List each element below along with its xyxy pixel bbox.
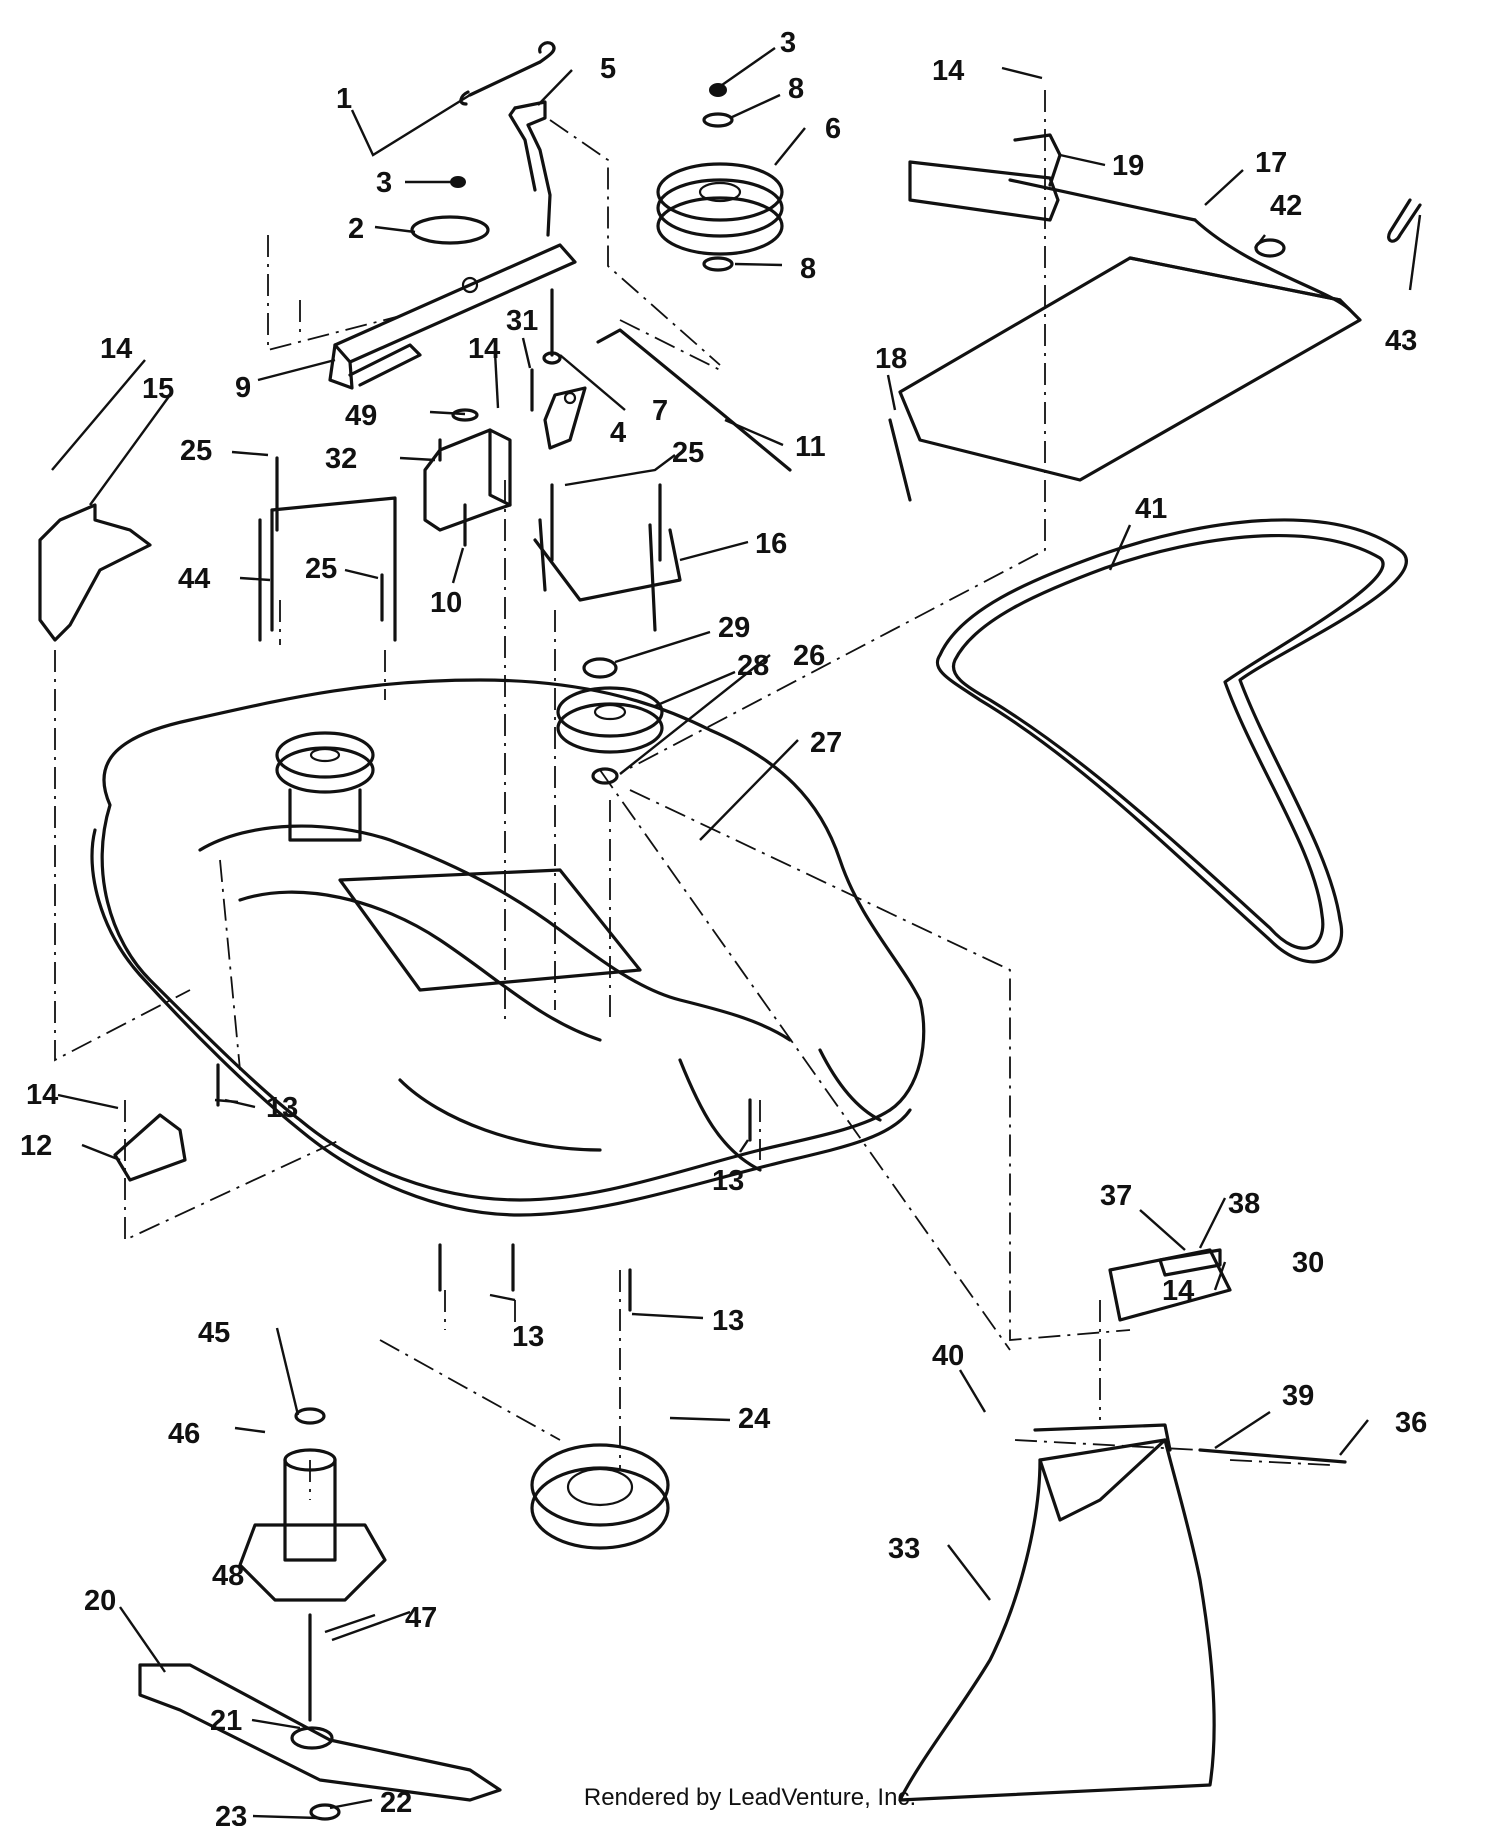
assembly-lines bbox=[54, 90, 1331, 1500]
leader-lines bbox=[51, 47, 1422, 1820]
callout-26: 26 bbox=[793, 640, 825, 672]
callout-13: 13 bbox=[266, 1092, 298, 1124]
callout-25: 25 bbox=[672, 437, 704, 469]
callout-25: 25 bbox=[305, 553, 337, 585]
callout-39: 39 bbox=[1282, 1380, 1314, 1412]
part-belt-41 bbox=[935, 518, 1408, 964]
callout-14: 14 bbox=[1162, 1275, 1194, 1307]
part-shaft-48 bbox=[290, 1613, 334, 1750]
callout-29: 29 bbox=[718, 612, 750, 644]
part-spindle-46 bbox=[238, 1407, 387, 1602]
callout-30: 30 bbox=[1292, 1247, 1324, 1279]
footer-credit: Rendered by LeadVenture, Inc. bbox=[583, 1784, 917, 1811]
callout-32: 32 bbox=[325, 443, 357, 475]
part-guide-16 bbox=[533, 518, 682, 632]
callout-21: 21 bbox=[210, 1705, 242, 1737]
callout-18: 18 bbox=[875, 343, 907, 375]
callout-38: 38 bbox=[1228, 1188, 1260, 1220]
part-discharge-chute-33 bbox=[898, 1423, 1216, 1802]
part-idler-pulley-6 bbox=[656, 83, 784, 272]
part-washer-2 bbox=[410, 176, 490, 245]
callout-40: 40 bbox=[932, 1340, 964, 1372]
callout-9: 9 bbox=[235, 372, 251, 404]
callout-15: 15 bbox=[142, 373, 174, 405]
callout-8: 8 bbox=[788, 73, 804, 105]
callout-20: 20 bbox=[84, 1585, 116, 1617]
part-pulley-28 bbox=[556, 657, 664, 785]
callout-48: 48 bbox=[212, 1560, 244, 1592]
callout-45: 45 bbox=[198, 1317, 230, 1349]
part-rod-11 bbox=[596, 328, 792, 472]
callout-28: 28 bbox=[737, 650, 769, 682]
callout-13: 13 bbox=[712, 1165, 744, 1197]
part-rod-36 bbox=[1198, 1448, 1347, 1464]
callout-14: 14 bbox=[26, 1079, 58, 1111]
callout-31: 31 bbox=[506, 305, 538, 337]
callout-17: 17 bbox=[1255, 147, 1287, 179]
callout-24: 24 bbox=[738, 1403, 770, 1435]
part-bracket-15 bbox=[38, 503, 152, 642]
part-bolt-7 bbox=[542, 288, 562, 365]
part-bolts-25 bbox=[275, 456, 662, 622]
callout-4: 4 bbox=[610, 417, 626, 449]
part-shield-24 bbox=[530, 1443, 670, 1550]
callout-6: 6 bbox=[825, 113, 841, 145]
part-bracket-5 bbox=[508, 100, 552, 237]
callout-49: 49 bbox=[345, 400, 377, 432]
callout-33: 33 bbox=[888, 1533, 920, 1565]
callout-11: 11 bbox=[795, 431, 826, 463]
part-idler-arm bbox=[328, 243, 577, 390]
callout-23: 23 bbox=[215, 1801, 247, 1826]
callout-25: 25 bbox=[180, 435, 212, 467]
callout-8: 8 bbox=[800, 253, 816, 285]
callout-13: 13 bbox=[512, 1321, 544, 1353]
callout-labels: 1 2 3 3 4 5 6 7 8 8 9 10 11 12 13 13 13 … bbox=[20, 27, 1427, 1826]
part-bracket-4 bbox=[543, 386, 587, 450]
callout-10: 10 bbox=[430, 587, 462, 619]
callout-19: 19 bbox=[1112, 150, 1144, 182]
callout-43: 43 bbox=[1385, 325, 1417, 357]
callout-44: 44 bbox=[178, 563, 210, 595]
callout-42: 42 bbox=[1270, 190, 1302, 222]
part-deck-27 bbox=[90, 678, 926, 1217]
callout-3: 3 bbox=[780, 27, 796, 59]
part-spring bbox=[459, 41, 556, 106]
callout-12: 12 bbox=[20, 1130, 52, 1162]
callout-3: 3 bbox=[376, 167, 392, 199]
part-bracket-32 bbox=[423, 408, 512, 532]
part-blade-20 bbox=[138, 1663, 502, 1821]
part-lift-handle bbox=[898, 178, 1422, 482]
callout-2: 2 bbox=[348, 213, 364, 245]
callout-14: 14 bbox=[468, 333, 500, 365]
callout-14: 14 bbox=[932, 55, 964, 87]
part-bolts-13 bbox=[216, 1063, 752, 1312]
part-pin-18 bbox=[888, 418, 912, 502]
callout-14: 14 bbox=[100, 333, 132, 365]
callout-37: 37 bbox=[1100, 1180, 1132, 1212]
callout-5: 5 bbox=[600, 53, 616, 85]
callout-16: 16 bbox=[755, 528, 787, 560]
part-bracket-12 bbox=[113, 1113, 187, 1182]
part-bracket-19 bbox=[908, 133, 1062, 222]
callout-22: 22 bbox=[380, 1787, 412, 1819]
callout-36: 36 bbox=[1395, 1407, 1427, 1439]
callout-7: 7 bbox=[652, 395, 668, 427]
callout-47: 47 bbox=[405, 1602, 437, 1634]
callout-13: 13 bbox=[712, 1305, 744, 1337]
part-spindle-top bbox=[275, 731, 375, 842]
callout-41: 41 bbox=[1135, 493, 1167, 525]
callout-27: 27 bbox=[810, 727, 842, 759]
callout-1: 1 bbox=[336, 83, 352, 115]
part-chute-bracket-30 bbox=[1108, 1248, 1232, 1322]
callout-46: 46 bbox=[168, 1418, 200, 1450]
